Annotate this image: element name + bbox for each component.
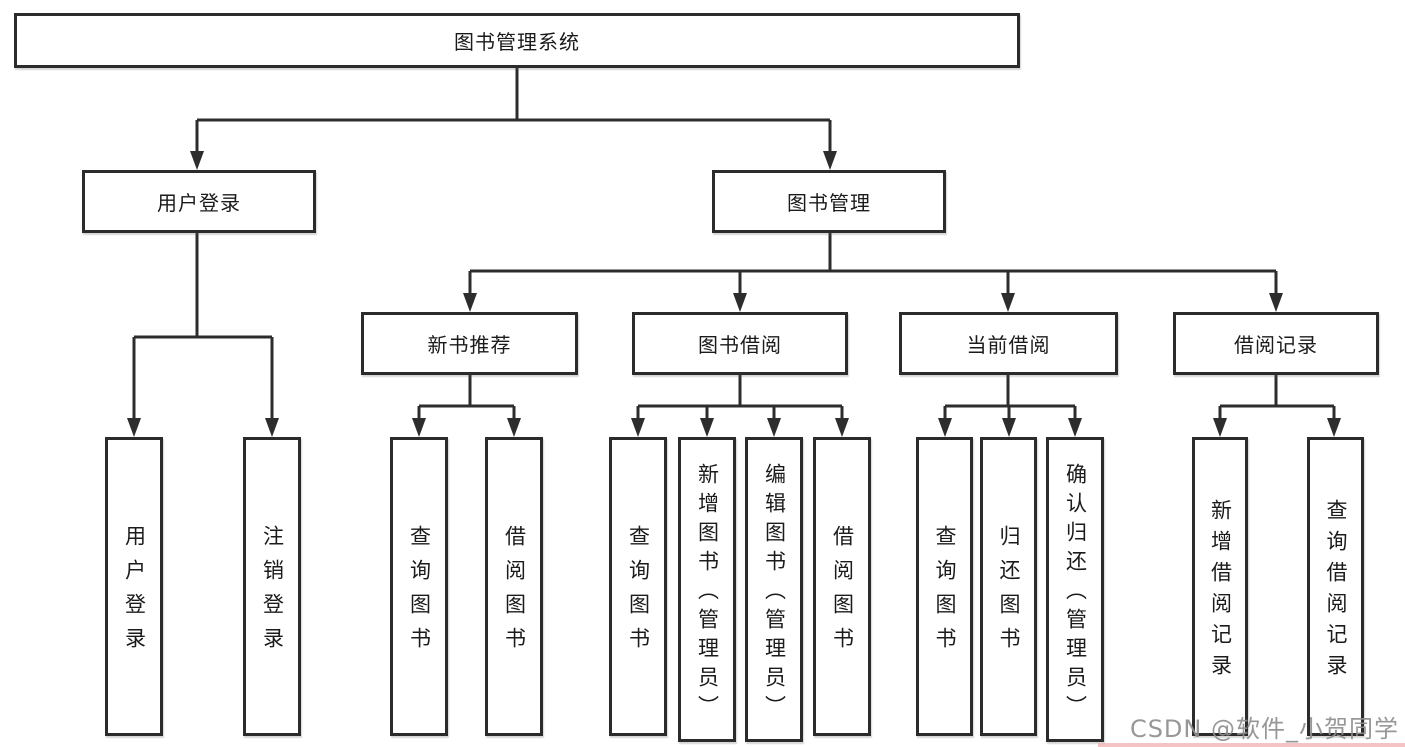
leaf-add-borrow-record: 新增借阅记录 [1192, 437, 1248, 736]
leaf-query-books-current-label: 查询图书 [933, 525, 957, 661]
leaf-confirm-return-admin: 确认归还（管理员） [1046, 437, 1104, 742]
leaf-query-books-borrow: 查询图书 [609, 437, 667, 736]
node-root-label: 图书管理系统 [454, 30, 580, 54]
leaf-query-books-current: 查询图书 [916, 437, 973, 736]
leaf-query-books-recommend: 查询图书 [390, 437, 448, 736]
node-current-borrow-label: 当前借阅 [966, 333, 1051, 357]
leaf-add-book-admin-label: 新增图书（管理员） [695, 463, 720, 724]
node-root: 图书管理系统 [14, 13, 1020, 68]
leaf-user-login: 用户登录 [105, 437, 163, 736]
watermark-strip [1098, 743, 1405, 747]
node-borrow-records: 借阅记录 [1173, 312, 1379, 375]
connector-shafts [132, 66, 1336, 421]
leaf-return-books: 归还图书 [980, 437, 1037, 736]
node-current-borrow: 当前借阅 [899, 312, 1118, 375]
node-new-book-recommend-label: 新书推荐 [427, 333, 512, 357]
node-borrow-records-label: 借阅记录 [1234, 333, 1318, 357]
leaf-borrow-books-borrow-label: 借阅图书 [830, 525, 855, 661]
leaf-logout: 注销登录 [243, 437, 301, 736]
node-user-login: 用户登录 [82, 170, 316, 233]
watermark-text: CSDN @软件_小贺同学 [1129, 715, 1399, 743]
leaf-borrow-books-recommend-label: 借阅图书 [502, 525, 527, 661]
leaf-edit-book-admin: 编辑图书（管理员） [745, 437, 803, 742]
node-new-book-recommend: 新书推荐 [361, 312, 578, 375]
node-book-management: 图书管理 [712, 170, 946, 233]
leaf-add-book-admin: 新增图书（管理员） [678, 437, 736, 742]
node-book-borrow-label: 图书借阅 [698, 333, 782, 357]
leaf-borrow-books-borrow: 借阅图书 [813, 437, 871, 736]
node-book-management-label: 图书管理 [787, 191, 871, 215]
leaf-edit-book-admin-label: 编辑图书（管理员） [762, 463, 787, 724]
leaf-logout-label: 注销登录 [260, 525, 285, 661]
leaf-query-borrow-record: 查询借阅记录 [1307, 437, 1364, 736]
leaf-query-borrow-record-label: 查询借阅记录 [1324, 498, 1348, 685]
arrowheads [127, 151, 1341, 437]
node-user-login-label: 用户登录 [157, 191, 241, 215]
leaf-add-borrow-record-label: 新增借阅记录 [1208, 498, 1233, 685]
leaf-confirm-return-admin-label: 确认归还（管理员） [1063, 463, 1088, 724]
leaf-borrow-books-recommend: 借阅图书 [485, 437, 543, 736]
leaf-user-login-label: 用户登录 [122, 525, 147, 661]
leaf-query-books-borrow-label: 查询图书 [626, 525, 651, 661]
leaf-query-books-recommend-label: 查询图书 [407, 525, 432, 661]
node-book-borrow: 图书借阅 [632, 312, 848, 375]
leaf-return-books-label: 归还图书 [997, 525, 1021, 661]
